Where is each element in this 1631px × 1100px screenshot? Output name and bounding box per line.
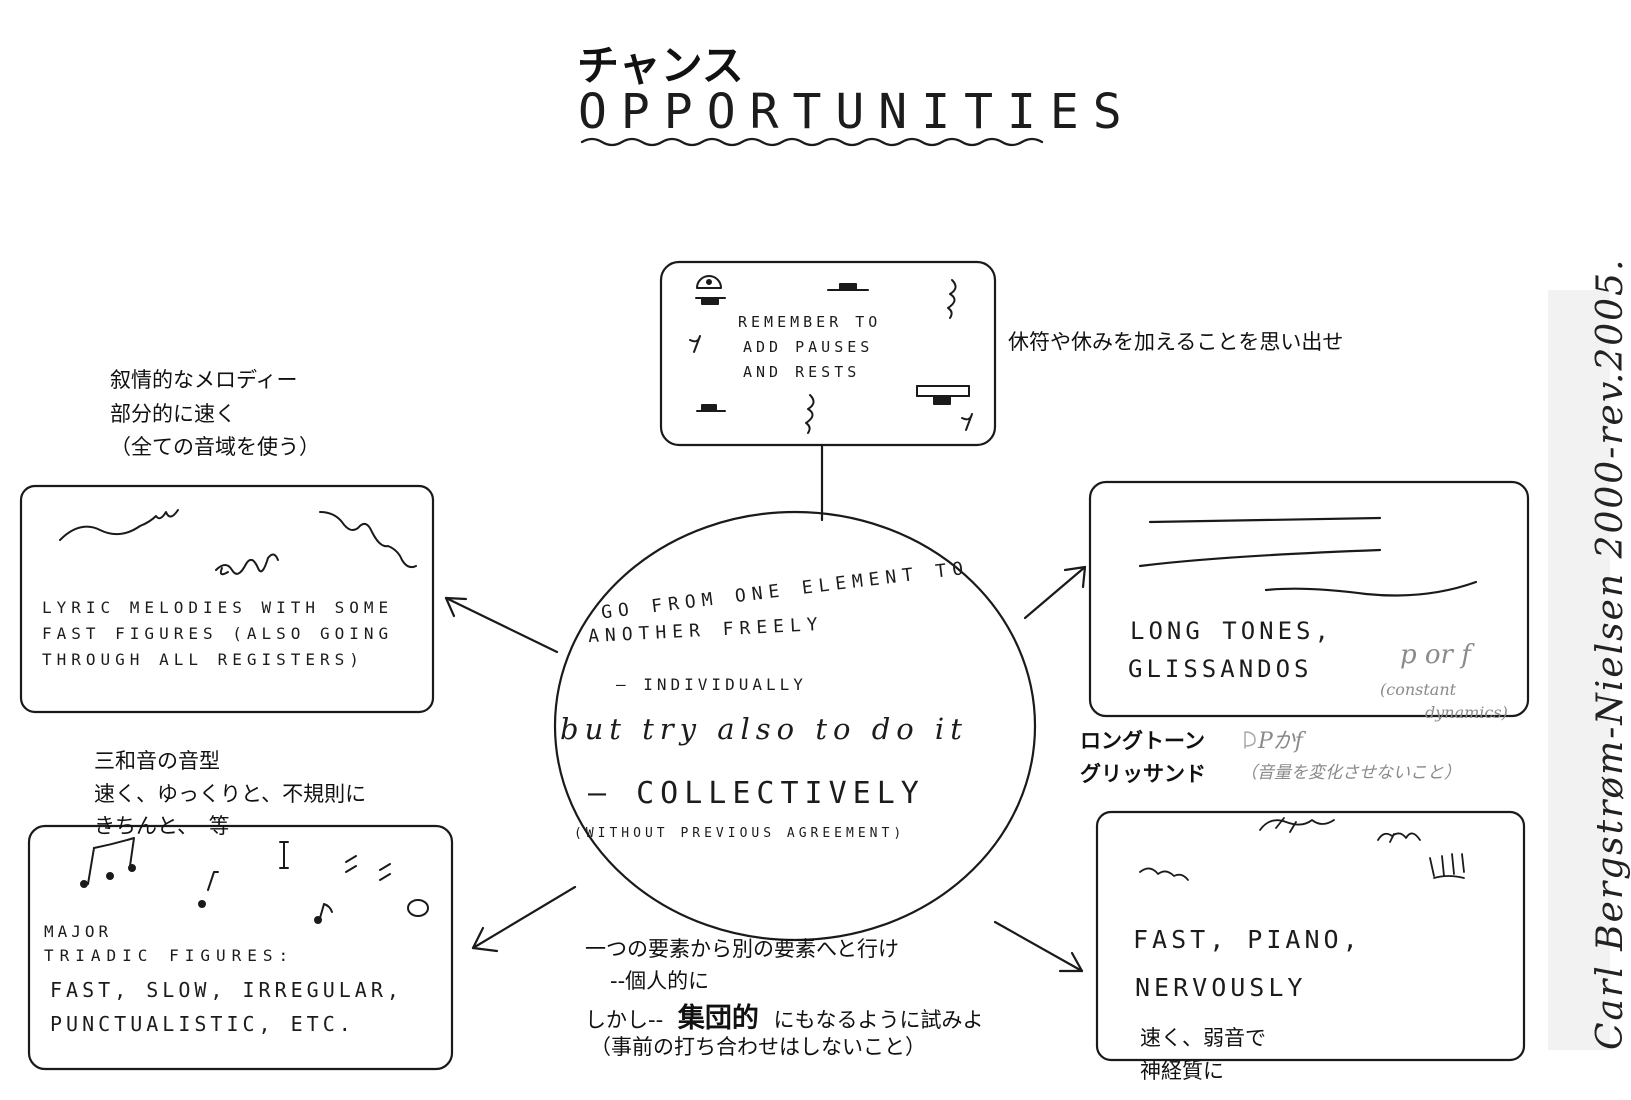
right-top-jp-note2: （音量を変化させないこと） [1240,763,1461,783]
center-jp-line3a: しかし-- [585,1008,664,1032]
triadic-notes [80,837,429,924]
right-bottom-line2: NERVOUSLY [1135,973,1307,1002]
melody-squiggles [59,509,417,576]
top-box-line2: ADD PAUSES [743,338,874,356]
center-jp-line3b: 集団的 [677,1003,759,1034]
arrow-right-bottom [993,920,1084,973]
center-line3: — INDIVIDUALLY [616,675,807,694]
left-bottom-jp-line3: きちんと、 等 [94,814,230,838]
left-top-jp-line1: 叙情的なメロディー [110,368,298,392]
center-jp-line2: --個人的に [610,969,710,993]
right-top-jp-note1: Pかf [1258,729,1303,754]
center-jp-line1: 一つの要素から別の要素へと行け [585,937,899,961]
arrow-left-top [444,596,559,654]
left-top-box [19,484,435,714]
center-line6: (WITHOUT PREVIOUS AGREEMENT) [574,826,906,841]
right-bottom-line1: FAST, PIANO, [1133,925,1362,954]
center-jp-line3: しかし-- 集団的 にもなるように試みよ [585,996,984,1035]
signature: Carl Bergstrøm-Nielsen 2000-rev.2005. [1590,257,1631,1050]
center-jp-line3c: にもなるように試みよ [773,1008,984,1032]
left-bottom-line4: PUNCTUALISTIC, ETC. [50,1012,355,1036]
right-top-note2: (constant [1380,680,1457,699]
left-top-line1: LYRIC MELODIES WITH SOME [42,598,394,617]
left-top-line2: FAST FIGURES (ALSO GOING [42,624,394,643]
left-top-line3: THROUGH ALL REGISTERS) [42,650,364,669]
arrow-left-bottom [471,885,577,953]
center-line5: — COLLECTIVELY [588,776,925,811]
left-top-jp-line3: （全ての音域を使う） [110,435,320,459]
title-jp: チャンス [577,41,744,90]
right-top-line1: LONG TONES, [1130,617,1333,645]
left-bottom-box [27,824,454,1071]
top-box-line1: REMEMBER TO [738,313,882,331]
right-top-box [1088,480,1530,718]
title-underline [580,137,1044,147]
top-box-jp: 休符や休みを加えることを思い出せ [1008,330,1344,354]
center-circle [553,510,1037,942]
title-en: OPPORTUNITIES [578,84,1136,140]
left-bottom-line3: FAST, SLOW, IRREGULAR, [50,978,403,1002]
right-bottom-box [1095,810,1526,1062]
right-top-jp-line1: ロングトーン [1080,729,1205,753]
left-bottom-line2: TRIADIC FIGURES: [44,946,295,965]
left-bottom-line1: MAJOR [44,922,113,941]
top-box-line3: AND RESTS [743,363,861,381]
glissando-lines [1138,516,1478,597]
scan-edge-strip [1548,290,1610,1050]
left-top-jp-line2: 部分的に速く [110,402,236,426]
nervous-figures [1139,817,1465,881]
right-top-note1: p or f [1400,640,1471,670]
top-box [659,260,997,447]
right-top-note3: dynamics) [1425,703,1508,722]
center-jp-line4: （事前の打ち合わせはしないこと） [590,1035,926,1059]
left-bottom-jp-line2: 速く、ゆっくりと、不規則に [94,782,367,806]
left-bottom-jp-line1: 三和音の音型 [94,749,220,773]
pencil-marks [1244,731,1256,749]
arrow-right-top [1023,565,1087,620]
right-top-line2: GLISSANDOS [1128,655,1313,683]
right-bottom-jp-line1: 速く、弱音で [1140,1026,1266,1050]
center-line4: but try also to do it [560,712,968,746]
rest-symbols [689,275,973,434]
right-bottom-jp-line2: 神経質に [1140,1059,1224,1083]
right-top-jp-line2: グリッサンド [1080,762,1206,786]
